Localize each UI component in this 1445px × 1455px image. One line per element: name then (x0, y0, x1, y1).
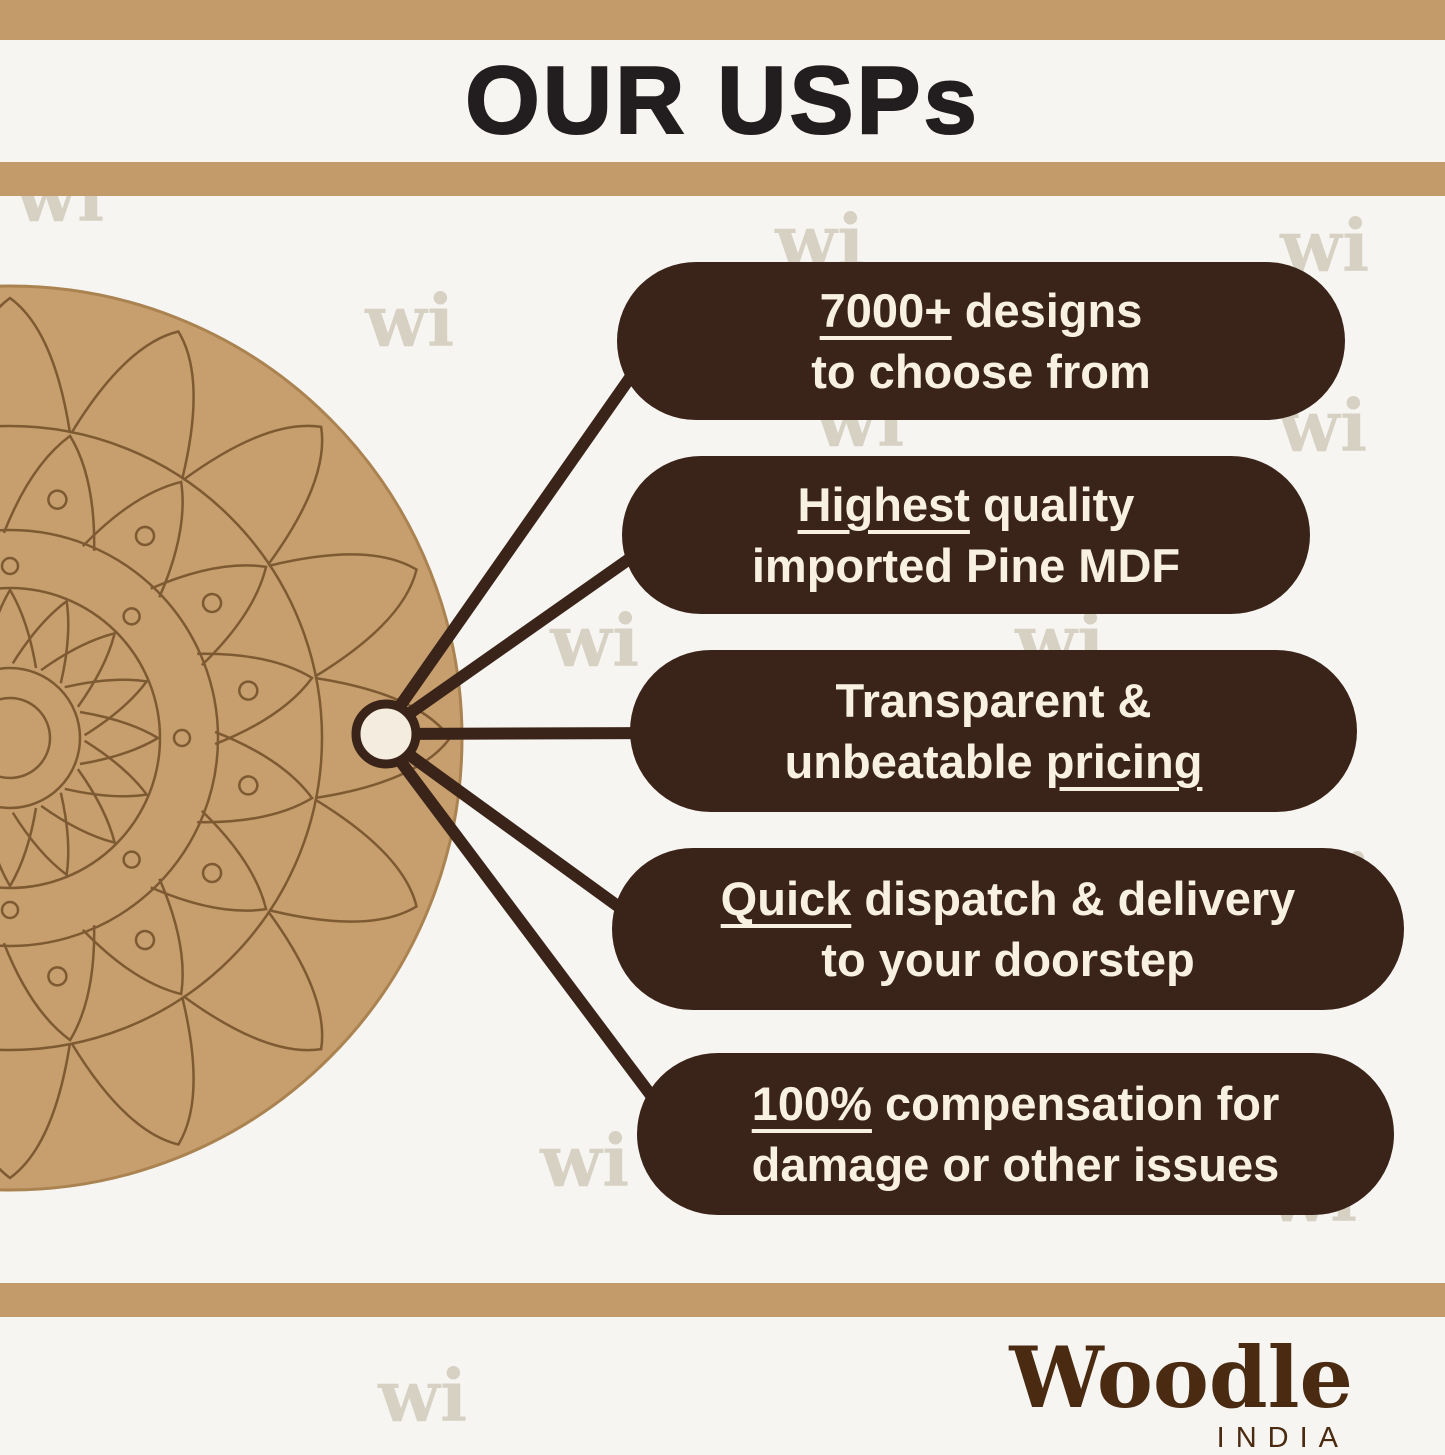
usp-text-line: unbeatable pricing (785, 731, 1203, 792)
usp-text-line: Quick dispatch & delivery (721, 868, 1296, 929)
connector-line (380, 537, 658, 736)
usp-text-line: to your doorstep (821, 933, 1195, 986)
usp-text-line: Highest quality (798, 474, 1135, 535)
usp-highlight: 100% (751, 1076, 872, 1130)
connector-line (380, 732, 654, 934)
usp-text-line: 7000+ designs (820, 280, 1143, 341)
connector-hub (351, 699, 421, 769)
usp-text-line: Transparent & (835, 673, 1152, 727)
usp-pill-compensation: 100% compensation for damage or other is… (637, 1053, 1394, 1215)
usp-text: quality (969, 477, 1135, 531)
usp-text-line: 100% compensation for (752, 1073, 1280, 1134)
page-title: OUR USPs (464, 46, 980, 155)
usp-highlight: 7000+ (819, 283, 952, 337)
footer-accent-band (0, 1283, 1445, 1317)
usp-pill-quality: Highest quality imported Pine MDF (622, 456, 1310, 614)
header-accent-band (0, 162, 1445, 196)
usp-highlight: Highest (797, 477, 970, 531)
usp-text: compensation for (871, 1076, 1280, 1130)
usp-text-line: damage or other issues (751, 1138, 1280, 1191)
usp-text-line: to choose from (811, 345, 1151, 398)
mandala-line-art (0, 296, 452, 1180)
connector-line (380, 346, 654, 732)
watermark-monogram: wi (540, 1118, 630, 1203)
usp-text: dispatch & delivery (851, 871, 1296, 925)
connector-line (380, 736, 674, 1124)
connector-lines (380, 346, 674, 1124)
usp-highlight: Quick (720, 871, 852, 925)
brand-name: Woodle (1009, 1328, 1353, 1427)
top-accent-band (0, 0, 1445, 40)
usp-pill-dispatch: Quick dispatch & delivery to your doorst… (612, 848, 1404, 1010)
usp-text: designs (951, 283, 1143, 337)
usp-pill-designs: 7000+ designs to choose from (617, 262, 1345, 420)
header: OUR USPs (0, 40, 1445, 162)
watermark-monogram: wi (365, 278, 455, 363)
watermark-monogram: wi (550, 598, 640, 683)
connector-line (380, 727, 668, 740)
usp-text-line: imported Pine MDF (751, 539, 1181, 592)
usp-pill-pricing: Transparent & unbeatable pricing (630, 650, 1357, 812)
brand-logo: Woodle INDIA (1009, 1336, 1353, 1455)
watermark-monogram: wi (378, 1353, 468, 1438)
usp-highlight: pricing (1045, 735, 1203, 788)
usp-text: unbeatable (784, 735, 1046, 788)
